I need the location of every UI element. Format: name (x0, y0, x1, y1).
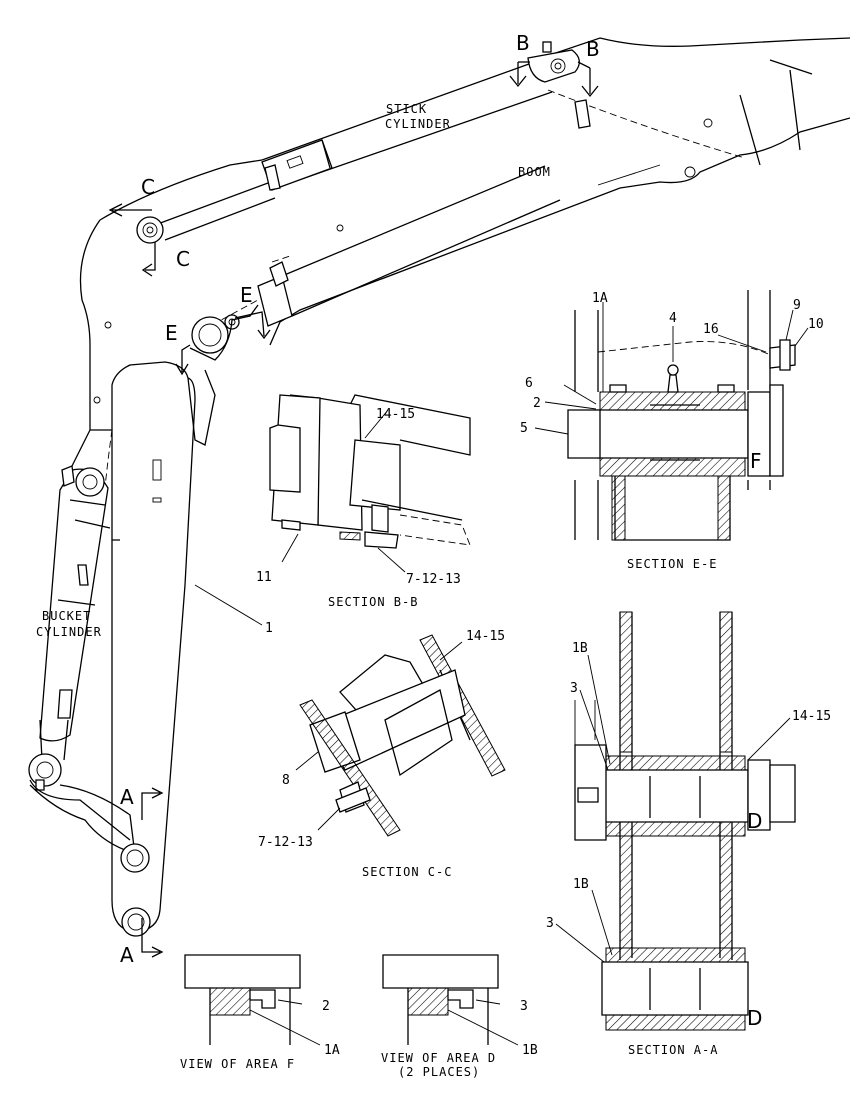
section-aa (555, 611, 796, 1031)
callout-14-15-cc: 14-15 (466, 629, 505, 644)
callout-2-ee: 2 (533, 396, 541, 411)
callout-7-12-13-bb: 7-12-13 (406, 572, 461, 587)
boom-label: BOOM (518, 165, 551, 179)
bucket-cylinder-label-line1: BUCKET (42, 609, 91, 623)
caption-view-area-f: VIEW OF AREA F (180, 1057, 295, 1071)
section-cc (295, 634, 506, 837)
caption-view-area-d-line2: (2 PLACES) (398, 1065, 480, 1079)
callout-14-15-aa: 14-15 (792, 709, 831, 724)
caption-section-aa: SECTION A-A (628, 1043, 718, 1057)
callout-14-15-bb: 14-15 (376, 407, 415, 422)
callout-1a-ee: 1A (592, 291, 608, 306)
callout-2-view-f: 2 (322, 999, 330, 1014)
section-marker-b-left: B (516, 31, 530, 55)
callout-3-aa-bottom: 3 (546, 916, 554, 931)
section-marker-b-right: B (586, 37, 600, 61)
section-marker-d-top: D (747, 809, 762, 833)
callout-9: 9 (793, 298, 801, 313)
section-bb (269, 394, 471, 573)
section-marker-d-bottom: D (747, 1006, 762, 1030)
caption-section-bb: SECTION B-B (328, 595, 418, 609)
caption-section-ee: SECTION E-E (627, 557, 717, 571)
section-marker-f: F (750, 449, 762, 473)
view-area-d (382, 954, 519, 1046)
callout-1b-aa-bottom: 1B (573, 877, 589, 892)
view-area-f (184, 954, 321, 1046)
callout-10: 10 (808, 317, 824, 332)
main-labels: STICK CYLINDER BOOM BUCKET CYLINDER 1 B … (36, 31, 600, 967)
caption-view-area-d-line1: VIEW OF AREA D (381, 1051, 496, 1065)
callout-3-aa-top: 3 (570, 681, 578, 696)
section-marker-a-top: A (120, 785, 134, 809)
caption-section-cc: SECTION C-C (362, 865, 452, 879)
callout-16: 16 (703, 322, 719, 337)
callout-1b-aa-top: 1B (572, 641, 588, 656)
stick-cylinder-label-line2: CYLINDER (385, 117, 451, 131)
bucket-cylinder-label-line2: CYLINDER (36, 625, 102, 639)
section-marker-e-left: E (165, 321, 178, 345)
main-assembly (28, 37, 850, 958)
callout-11: 11 (256, 570, 272, 585)
callout-1: 1 (265, 621, 273, 636)
callout-3-view-d: 3 (520, 999, 528, 1014)
section-marker-e-right: E (240, 283, 253, 307)
callout-4: 4 (669, 311, 677, 326)
callout-6: 6 (525, 376, 533, 391)
section-marker-a-bottom: A (120, 943, 134, 967)
stick-cylinder-label-line1: STICK (386, 102, 427, 116)
section-marker-c-top: C (141, 175, 155, 199)
callout-7-12-13-cc: 7-12-13 (258, 835, 313, 850)
callout-1a-view-f: 1A (324, 1043, 340, 1058)
callout-8: 8 (282, 773, 290, 788)
section-marker-c-bottom: C (176, 247, 190, 271)
callout-1b-view-d: 1B (522, 1043, 538, 1058)
callout-5: 5 (520, 421, 528, 436)
section-ee (534, 290, 809, 541)
